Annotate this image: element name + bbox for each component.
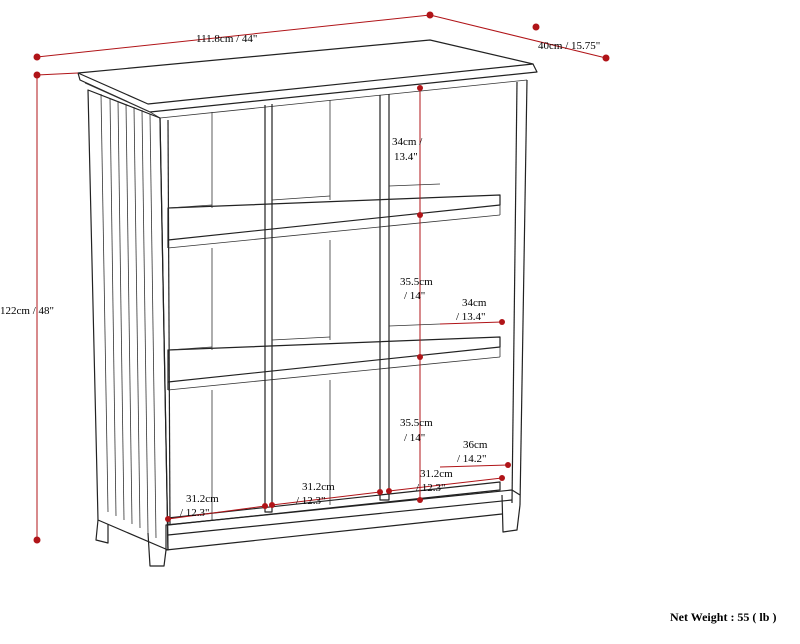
bottom-cubby-height-label-2: / 14" [404, 432, 425, 444]
top-cubby-height-label-2: 13.4" [394, 151, 418, 163]
cubby-width-right-label-1: 31.2cm [420, 468, 453, 480]
net-weight-label: Net Weight : 55 ( lb ) [670, 610, 776, 624]
cubby-width-left-label-2: / 12.3" [180, 507, 210, 519]
mid-cubby-height-label-2: / 14" [404, 290, 425, 302]
cubby-width-left-label-1: 31.2cm [186, 493, 219, 505]
top-cubby-height-label-1: 34cm / [392, 136, 423, 148]
shelf-depth-label-2: / 13.4" [456, 311, 486, 323]
dimension-labels: 111.8cm / 44" 40cm / 15.75" 122cm / 48" … [0, 33, 600, 519]
bottom-depth-label-1: 36cm [463, 439, 488, 451]
left-side-panel [87, 89, 169, 567]
front-frame [159, 79, 528, 551]
shelf-depth-label-1: 34cm [462, 297, 487, 309]
mid-cubby-height-label-1: 35.5cm [400, 276, 433, 288]
cubby-width-right-label-2: / 12.3" [416, 482, 446, 494]
bookcase-drawing [77, 39, 538, 567]
top-board [77, 39, 534, 105]
bottom-depth-label-2: / 14.2" [457, 453, 487, 465]
dimension-lines [33, 11, 610, 544]
width-label: 111.8cm / 44" [196, 33, 257, 45]
bottom-cubby-height-label-1: 35.5cm [400, 417, 433, 429]
cubby-width-center-label-2: / 12.3" [296, 495, 326, 507]
vertical-dividers [167, 94, 441, 520]
depth-label: 40cm / 15.75" [538, 40, 600, 52]
height-label: 122cm / 48" [0, 305, 54, 317]
cubby-width-center-label-1: 31.2cm [302, 481, 335, 493]
